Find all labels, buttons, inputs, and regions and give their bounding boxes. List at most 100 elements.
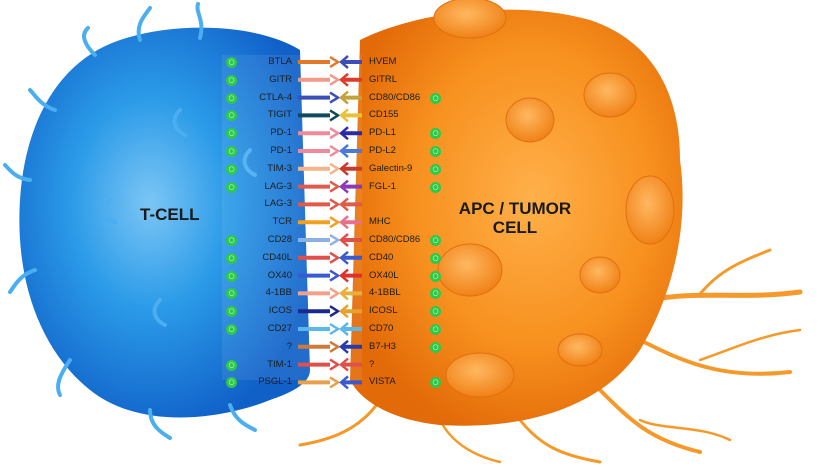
receptor-label: CTLA-4 (259, 91, 292, 103)
receptor-tip (329, 358, 341, 371)
magnifier-icon: ○ (226, 74, 237, 86)
receptor-label: LAG-3 (264, 198, 292, 210)
ligand-cup (339, 286, 349, 301)
receptor-tip (329, 269, 341, 282)
ligand-label: HVEM (369, 56, 397, 67)
magnifier-icon: ○ (430, 288, 441, 300)
receptor-label: TCR (272, 216, 292, 228)
ligand-label: PD-L1 (369, 127, 396, 139)
ligand-cup (339, 72, 349, 87)
magnifier-icon: ○ (430, 306, 441, 318)
magnifier-icon: ○ (430, 341, 441, 353)
magnifier-icon: ○ (226, 324, 237, 335)
receptor-label: ICOS (268, 305, 292, 317)
ligand-label: OX40L (369, 269, 399, 281)
apc-title-line1: APC / TUMOR (458, 199, 572, 218)
ligand-label: PD-L2 (369, 145, 396, 156)
receptor-label: LAG-3 (264, 180, 292, 192)
ligand-cup (339, 250, 349, 265)
magnifier-icon: ○ (430, 377, 441, 389)
magnifier-icon: ○ (430, 146, 441, 157)
magnifier-icon: ○ (226, 252, 237, 264)
ligand-cup (339, 126, 349, 141)
receptor-tip (329, 287, 341, 300)
receptor-label: OX40 (267, 269, 292, 281)
ligand-label: ICOSL (369, 305, 398, 317)
ligand-cup (339, 322, 349, 336)
receptor-tip (329, 91, 341, 104)
ligand-cup (339, 233, 349, 247)
receptor-tip (329, 198, 341, 211)
apc-title: APC / TUMOR CELL (430, 199, 600, 237)
ligand-label: B7-H3 (369, 340, 396, 352)
magnifier-icon: ○ (226, 306, 237, 318)
receptor-tip (329, 144, 341, 158)
receptor-tip (329, 180, 341, 193)
receptor-label: CD28 (267, 234, 292, 245)
magnifier-icon: ○ (430, 270, 441, 282)
ligand-label: ? (369, 358, 375, 370)
ligand-label: FGL-1 (369, 180, 396, 192)
magnifier-icon: ○ (226, 57, 237, 68)
receptor-tip (329, 109, 341, 122)
ligand-cup (339, 161, 349, 176)
receptor-tip (329, 162, 341, 175)
receptor-label: TIM-3 (267, 162, 292, 174)
receptor-label: CD27 (267, 323, 292, 334)
magnifier-icon: ○ (226, 92, 237, 104)
ligand-cup (339, 144, 349, 158)
ligand-label: CD70 (369, 323, 394, 334)
receptor-ligand-connectors (298, 55, 362, 390)
magnifier-icon: ○ (226, 359, 237, 371)
synapse-band (222, 55, 362, 380)
ligand-cup (339, 339, 349, 354)
magnifier-icon: ○ (226, 181, 237, 193)
ligand-label: CD80/CD86 (369, 91, 421, 103)
receptor-tip (329, 305, 341, 318)
ligand-cup (339, 197, 349, 212)
receptor-tip (329, 251, 341, 264)
tcell-title: T-CELL (140, 205, 200, 224)
ligand-label: Galectin-9 (369, 162, 413, 174)
magnifier-icon: ○ (226, 235, 237, 246)
magnifier-icon: ○ (226, 270, 237, 282)
ligand-cup (339, 375, 349, 390)
magnifier-icon: ○ (430, 128, 441, 140)
receptor-label: PD-1 (270, 145, 292, 156)
magnifier-icon: ○ (226, 377, 237, 389)
receptor-label: TIGIT (267, 109, 292, 121)
magnifier-icon: ○ (430, 163, 441, 175)
magnifier-icon: ○ (430, 252, 441, 264)
tcell-body (19, 27, 311, 418)
ligand-cup (339, 268, 349, 283)
ligand-cup (339, 90, 349, 105)
ligand-cup (339, 304, 349, 319)
magnifier-icon: ○ (226, 146, 237, 157)
magnifier-icon: ○ (226, 128, 237, 140)
ligand-label: MHC (369, 216, 391, 228)
apc-tendrils (298, 248, 803, 464)
apc-surface-bumps (433, 0, 675, 398)
magnifier-icon: ○ (430, 324, 441, 335)
magnifier-icon: ○ (430, 92, 441, 104)
receptor-tip (329, 340, 341, 353)
apc-title-line2: CELL (492, 217, 538, 237)
ligand-label: CD80/CD86 (369, 234, 421, 245)
magnifier-icon: ○ (430, 181, 441, 193)
magnifier-icon: ○ (226, 110, 237, 122)
magnifier-icon: ○ (430, 235, 441, 246)
ligand-cup (339, 179, 349, 194)
receptor-label: BTLA (268, 56, 292, 67)
ligand-label: VISTA (369, 376, 396, 388)
receptor-label: PSGL-1 (258, 376, 292, 388)
magnifier-icon: ○ (226, 163, 237, 175)
receptor-tip (329, 233, 341, 247)
ligand-label: 4-1BBL (369, 287, 401, 299)
ligand-cup (339, 108, 349, 123)
magnifier-icon: ○ (226, 288, 237, 300)
receptor-tip (329, 376, 341, 389)
ligand-cup (339, 215, 349, 230)
receptor-tip (329, 127, 341, 140)
receptor-label: CD40L (262, 251, 292, 263)
